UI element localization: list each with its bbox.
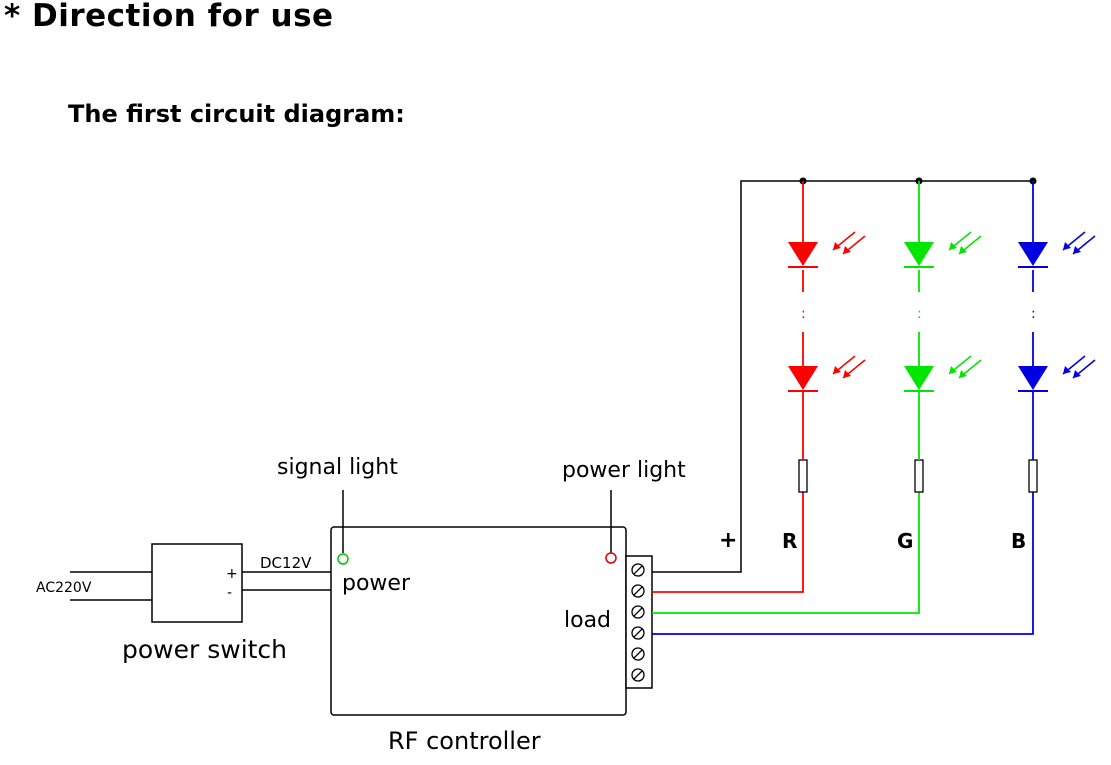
power-light-label: power light: [562, 458, 686, 483]
terminal-screw: [631, 626, 645, 640]
channel-r: :R: [652, 177, 866, 593]
channel-label: G: [897, 529, 913, 553]
plus-marker: +: [719, 528, 737, 553]
ac-input-wires: [70, 571, 152, 601]
led-icon: [788, 355, 866, 392]
channel-g: :G: [652, 177, 982, 614]
terminal-screws: [631, 563, 645, 682]
power-switch-label: power switch: [122, 635, 287, 664]
terminal-screw: [631, 605, 645, 619]
resistor: [1028, 459, 1038, 493]
led-icon: [904, 355, 982, 392]
channel-wire: [652, 492, 920, 614]
controller-power-text: power: [342, 571, 411, 596]
signal-light-label: signal light: [277, 455, 398, 480]
terminal-screw: [631, 563, 645, 577]
channel-label: R: [782, 529, 797, 553]
controller-load-text: load: [564, 608, 611, 633]
rf-controller-label: RF controller: [388, 727, 541, 755]
resistor: [914, 459, 924, 493]
channel-b: :B: [652, 177, 1096, 635]
dc-voltage-label: DC12V: [260, 554, 312, 572]
section-heading: The first circuit diagram:: [68, 100, 405, 128]
power-light-icon: [605, 552, 617, 564]
led-icon: [1018, 355, 1096, 392]
power-switch-plus: +: [226, 566, 238, 582]
led-ellipsis: :: [917, 306, 922, 322]
resistor: [798, 459, 808, 493]
led-icon: [788, 231, 866, 268]
common-plus-wire: [652, 180, 1033, 573]
signal-light-icon: [337, 553, 349, 565]
terminal-screw: [631, 647, 645, 661]
channel-label: B: [1011, 529, 1026, 553]
power-switch-minus: -: [227, 585, 232, 601]
terminal-block: [625, 555, 653, 689]
ac-input-label: AC220V: [36, 580, 92, 596]
terminal-screw: [631, 668, 645, 682]
led-ellipsis: :: [801, 306, 806, 322]
dc-wires: [242, 571, 331, 591]
led-ellipsis: :: [1031, 306, 1036, 322]
led-icon: [904, 231, 982, 268]
led-channels: :R:G:B: [652, 177, 1096, 635]
channel-wire: [652, 492, 804, 593]
led-icon: [1018, 231, 1096, 268]
page-title: * Direction for use: [4, 0, 334, 34]
terminal-screw: [631, 584, 645, 598]
channel-wire: [652, 492, 1034, 635]
power-switch-box: [151, 543, 243, 623]
